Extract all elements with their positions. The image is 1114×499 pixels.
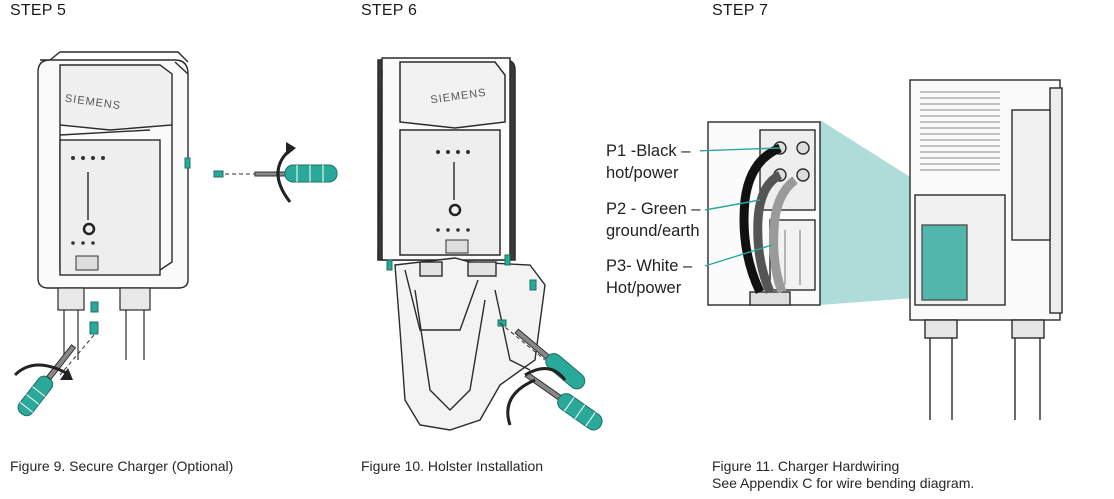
wire-label-p3-line1: P3- White – — [606, 257, 693, 275]
step6-caption: Figure 10. Holster Installation — [361, 458, 544, 474]
rotation-arrow-icon — [506, 378, 536, 426]
screwdriver-icon — [17, 344, 77, 417]
step7-caption-title: Figure 11. Charger Hardwiring — [712, 458, 900, 474]
wire-label-p1-line2: hot/power — [606, 164, 679, 182]
wire-label-p2-line1: P2 - Green – — [606, 200, 701, 218]
wire-green — [753, 170, 783, 294]
wire-label-p1-line1: P1 -Black – — [606, 142, 691, 160]
step5-illustration: SIEMENS — [13, 51, 338, 417]
step5-caption: Figure 9. Secure Charger (Optional) — [10, 458, 234, 474]
step6-title: STEP 6 — [361, 2, 418, 19]
wire-black — [739, 143, 782, 294]
wire-label-p3-line2: Hot/power — [606, 279, 682, 297]
charger-open — [909, 79, 1063, 420]
wire-label-p3: P3- White – Hot/power — [606, 255, 692, 299]
screwdriver-icon — [254, 164, 338, 183]
rotation-arrow-icon — [13, 363, 71, 377]
screw-icon — [89, 157, 224, 335]
step7-illustration — [700, 79, 1063, 420]
screwdriver-icon — [514, 328, 586, 390]
charger-body — [37, 51, 189, 289]
cable-glands — [57, 287, 151, 360]
step7-caption-note: See Appendix C for wire bending diagram. — [712, 475, 975, 491]
wire-white — [769, 176, 798, 294]
step7-title: STEP 7 — [712, 2, 769, 19]
status-leds — [71, 156, 105, 160]
holster — [394, 257, 546, 431]
wire-label-p2-line2: ground/earth — [606, 222, 700, 240]
wire-label-p2: P2 - Green – ground/earth — [606, 198, 700, 242]
step6-illustration: SIEMENS — [377, 57, 603, 431]
step5-title: STEP 5 — [10, 2, 67, 19]
screw-icon — [386, 254, 537, 327]
rotation-arrow-icon — [524, 367, 567, 381]
step7-caption: Figure 11. Charger Hardwiring See Append… — [712, 458, 974, 492]
wire-label-p1: P1 -Black – hot/power — [606, 140, 690, 184]
charger-body — [377, 57, 516, 261]
power-button — [448, 203, 462, 217]
power-button — [82, 222, 96, 236]
